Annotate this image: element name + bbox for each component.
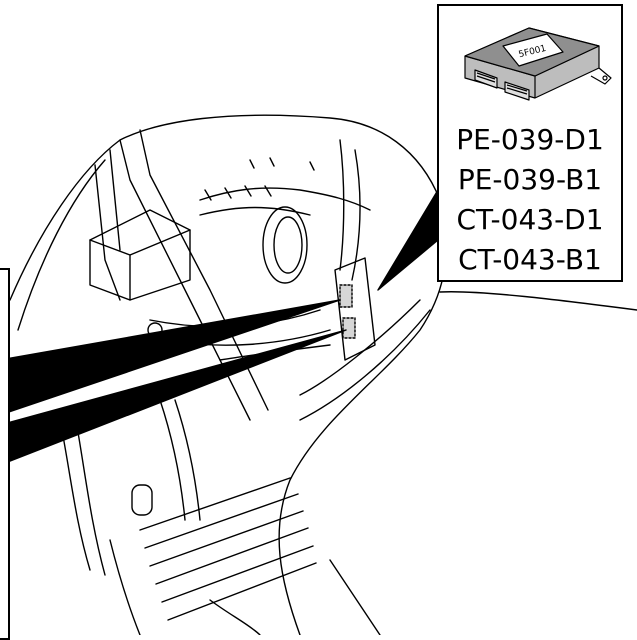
leader-wedge-lower [0,329,347,466]
panel-details [59,139,361,576]
connector-code: CT-043-B1 [458,243,602,276]
connector-code: CT-043-D1 [456,203,604,236]
connector-code: PE-039-D1 [456,123,604,156]
connectors [334,257,376,361]
connector-callout-box: 5F001 PE-039-D1 PE-039-B1 CT-043-D1 CT-0… [437,4,623,282]
left-callout-frame [0,268,10,640]
leader-wedge-upper [0,299,341,416]
speaker [262,206,308,284]
leader-wedge-right [377,189,439,291]
connector-code-list: PE-039-D1 PE-039-B1 CT-043-D1 CT-043-B1 [439,120,621,280]
control-module-icon: 5F001 [464,27,612,101]
connector-code: PE-039-B1 [457,163,603,196]
leader-lines [0,189,439,466]
bracket [89,209,191,301]
body-outline [9,114,637,635]
floor-ribs [109,477,381,635]
